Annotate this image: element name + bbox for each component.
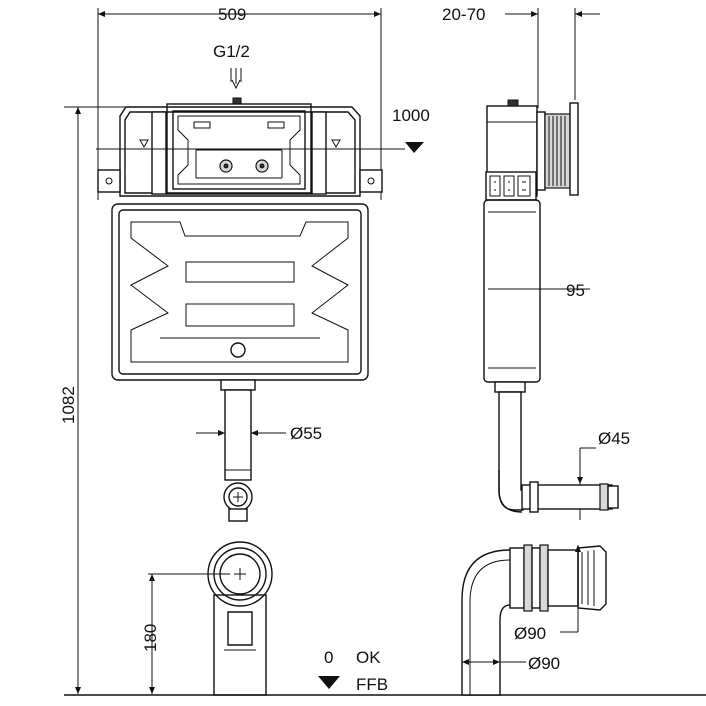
dimension-d90-b-label: Ø90 (528, 654, 560, 673)
dimension-1082: 1082 (59, 106, 128, 694)
tank-body-front (111, 203, 369, 381)
dimension-d90-a-label: Ø90 (514, 624, 546, 643)
dimension-509-label: 509 (218, 5, 246, 24)
dimension-20-70: 20-70 (442, 5, 600, 108)
level-marker-icon (405, 142, 424, 153)
dimension-95-label: 95 (566, 281, 585, 300)
outlet-bend-side: Ø90 Ø90 (461, 544, 607, 696)
dimension-180-label: 180 (141, 624, 160, 652)
inlet-g12-label: G1/2 (213, 42, 250, 61)
floor-level: 0 OK FFB (64, 648, 706, 696)
flush-pipe-front: Ø55 (196, 379, 322, 522)
dimension-180: 180 (141, 574, 160, 694)
outlet-bend-front (148, 541, 273, 696)
cistern-front (97, 103, 383, 197)
front-view: 509 G1/2 (59, 5, 706, 696)
ffb-label: FFB (356, 675, 388, 694)
cistern-side (485, 99, 579, 201)
dimension-1082-label: 1082 (59, 386, 78, 424)
level-1000: 1000 (96, 106, 430, 153)
dimension-509: 509 (97, 5, 382, 200)
level-1000-label: 1000 (392, 106, 430, 125)
ok-zero-label: 0 (324, 648, 333, 667)
dimension-d55-label: Ø55 (290, 424, 322, 443)
tank-side: 95 (483, 199, 590, 383)
side-view: 20-70 95 (442, 5, 630, 696)
flush-pipe-side: Ø45 (494, 381, 630, 520)
floor-marker-icon (318, 676, 340, 689)
dimension-d45-label: Ø45 (598, 429, 630, 448)
ok-label: OK (356, 648, 381, 667)
inlet-arrow-icon (230, 68, 242, 90)
dimension-20-70-label: 20-70 (442, 5, 485, 24)
inlet-g12: G1/2 (213, 42, 250, 105)
